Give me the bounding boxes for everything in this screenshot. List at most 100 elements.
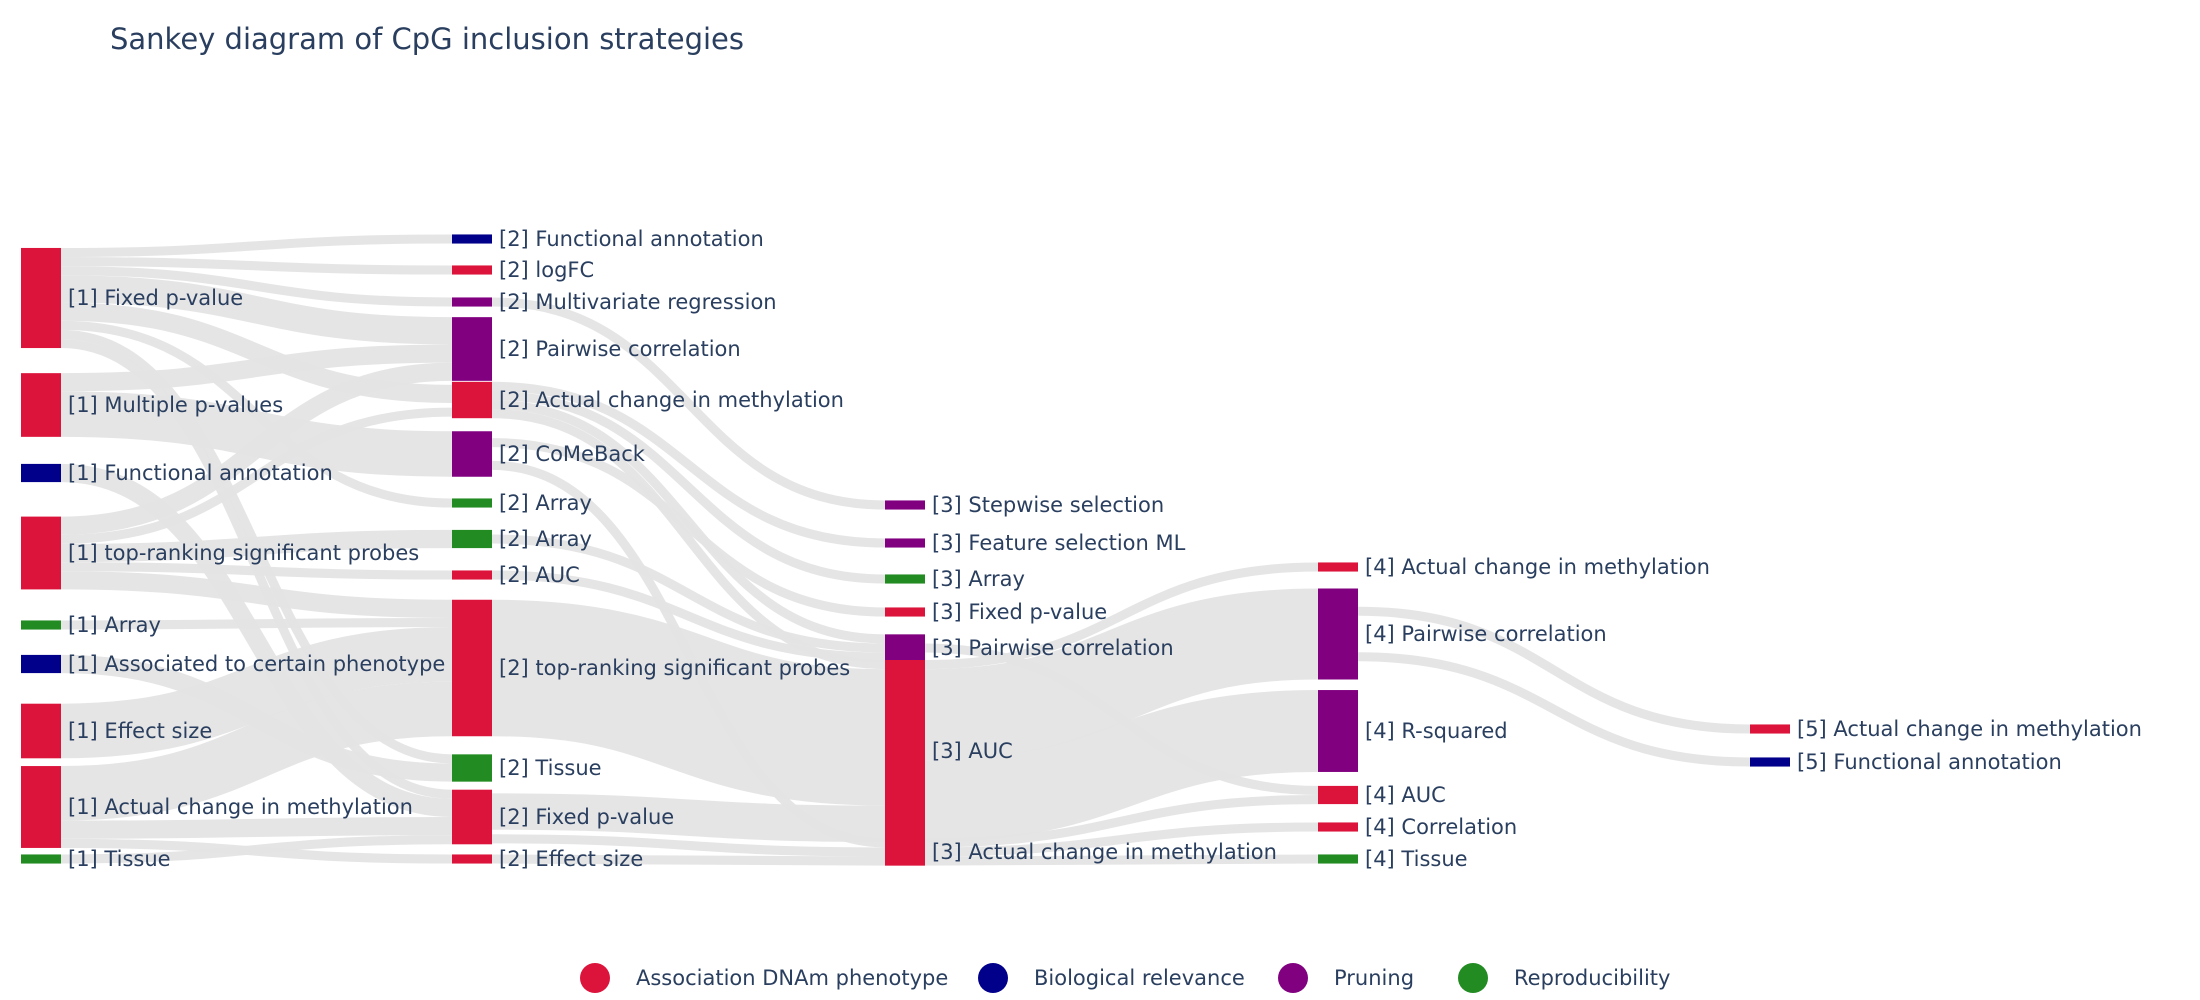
sankey-node-label: [1] Effect size	[68, 719, 212, 743]
sankey-node[interactable]	[21, 766, 61, 848]
sankey-link	[60, 617, 453, 630]
sankey-node-label: [1] Multiple p-values	[68, 393, 283, 417]
sankey-node-label: [4] Correlation	[1365, 815, 1517, 839]
sankey-node[interactable]	[452, 317, 492, 381]
sankey-node[interactable]	[21, 373, 61, 437]
sankey-node-label: [3] Array	[932, 567, 1025, 591]
sankey-node[interactable]	[21, 703, 61, 759]
sankey-node[interactable]	[452, 599, 492, 737]
sankey-link	[924, 588, 1319, 761]
sankey-link	[924, 562, 1319, 670]
sankey-node-label: [1] Tissue	[68, 847, 171, 871]
sankey-node[interactable]	[21, 516, 61, 590]
sankey-link	[60, 407, 453, 544]
sankey-node[interactable]	[21, 654, 61, 674]
legend-label: Biological relevance	[1034, 966, 1245, 990]
sankey-node[interactable]	[1750, 757, 1790, 767]
legend-label: Pruning	[1334, 966, 1415, 990]
sankey-node-label: [5] Functional annotation	[1797, 750, 2062, 774]
sankey-node[interactable]	[885, 500, 925, 510]
sankey-node-label: [2] CoMeBack	[499, 442, 646, 466]
sankey-node-label: [1] Actual change in methylation	[68, 795, 413, 819]
sankey-node[interactable]	[21, 247, 61, 349]
sankey-link	[924, 690, 1319, 842]
sankey-link	[60, 257, 453, 275]
sankey-link	[491, 854, 886, 866]
sankey-link	[491, 381, 886, 548]
sankey-node[interactable]	[1318, 785, 1358, 805]
sankey-node[interactable]	[885, 660, 925, 842]
sankey-node[interactable]	[452, 431, 492, 477]
sankey-link	[924, 822, 1319, 857]
sankey-node-label: [2] AUC	[499, 563, 580, 587]
sankey-node[interactable]	[1318, 588, 1358, 680]
nodes-layer: [1] Fixed p-value [1] Multiple p-values [1…	[21, 227, 2142, 871]
sankey-node[interactable]	[452, 297, 492, 307]
sankey-node[interactable]	[452, 529, 492, 549]
sankey-link	[1357, 652, 1751, 767]
sankey-diagram: [1] Fixed p-value [1] Multiple p-values [1…	[21, 227, 2142, 871]
sankey-link	[491, 297, 886, 510]
sankey-node[interactable]	[1318, 854, 1358, 864]
sankey-link	[491, 599, 886, 806]
legend-label: Association DNAm phenotype	[636, 966, 949, 990]
sankey-node-label: [3] Stepwise selection	[932, 493, 1164, 517]
sankey-node[interactable]	[1318, 690, 1358, 772]
sankey-link	[60, 681, 453, 821]
sankey-node-label: [5] Actual change in methylation	[1797, 717, 2142, 741]
sankey-node[interactable]	[452, 265, 492, 275]
sankey-node[interactable]	[21, 854, 61, 864]
sankey-node-label: [4] Pairwise correlation	[1365, 622, 1607, 646]
legend-color-dot-icon	[580, 963, 610, 993]
sankey-link	[491, 834, 886, 857]
sankey-node[interactable]	[452, 234, 492, 244]
sankey-node[interactable]	[452, 381, 492, 419]
sankey-node[interactable]	[452, 854, 492, 864]
legend-item[interactable]: Pruning	[1278, 958, 1414, 998]
sankey-node-label: [4] Actual change in methylation	[1365, 555, 1710, 579]
sankey-node[interactable]	[885, 538, 925, 548]
sankey-node[interactable]	[885, 607, 925, 617]
sankey-link	[60, 344, 453, 392]
sankey-link	[60, 362, 453, 535]
legend-label: Reproducibility	[1514, 966, 1671, 990]
legend-item[interactable]: Reproducibility	[1458, 958, 1670, 998]
sankey-node-label: [1] Fixed p-value	[68, 286, 243, 310]
sankey-node-label: [1] Functional annotation	[68, 461, 333, 485]
sankey-node-label: [2] Effect size	[499, 847, 643, 871]
sankey-link	[60, 571, 453, 618]
legend-color-dot-icon	[978, 963, 1008, 993]
sankey-link	[60, 835, 453, 864]
links-layer	[60, 234, 1751, 866]
sankey-node[interactable]	[1318, 562, 1358, 572]
sankey-link	[1357, 606, 1751, 734]
sankey-link	[491, 390, 886, 584]
sankey-node[interactable]	[21, 620, 61, 630]
sankey-node-label: [2] logFC	[499, 258, 594, 282]
sankey-node[interactable]	[1750, 724, 1790, 734]
sankey-node[interactable]	[885, 634, 925, 662]
sankey-node[interactable]	[452, 754, 492, 782]
sankey-node[interactable]	[21, 463, 61, 483]
legend-item[interactable]: Association DNAm phenotype	[580, 958, 948, 998]
sankey-node-label: [4] R-squared	[1365, 719, 1508, 743]
sankey-link	[60, 302, 453, 404]
sankey-node-label: [2] Array	[499, 527, 592, 551]
sankey-node[interactable]	[452, 789, 492, 845]
sankey-node[interactable]	[452, 498, 492, 508]
sankey-node-label: [4] Tissue	[1365, 847, 1468, 871]
sankey-node-label: [2] Actual change in methylation	[499, 388, 844, 412]
sankey-link	[60, 463, 453, 817]
sankey-node-label: [4] AUC	[1365, 783, 1446, 807]
sankey-link	[491, 793, 886, 842]
legend-item[interactable]: Biological relevance	[978, 958, 1245, 998]
legend-color-dot-icon	[1278, 963, 1308, 993]
sankey-node[interactable]	[1318, 822, 1358, 832]
sankey-node[interactable]	[885, 574, 925, 584]
sankey-node[interactable]	[885, 838, 925, 866]
legend: Association DNAm phenotype Biological rel…	[0, 958, 2200, 998]
sankey-node[interactable]	[452, 570, 492, 580]
sankey-link	[924, 795, 1319, 848]
sankey-node-label: [2] Pairwise correlation	[499, 337, 741, 361]
sankey-node-label: [1] Associated to certain phenotype	[68, 652, 445, 676]
